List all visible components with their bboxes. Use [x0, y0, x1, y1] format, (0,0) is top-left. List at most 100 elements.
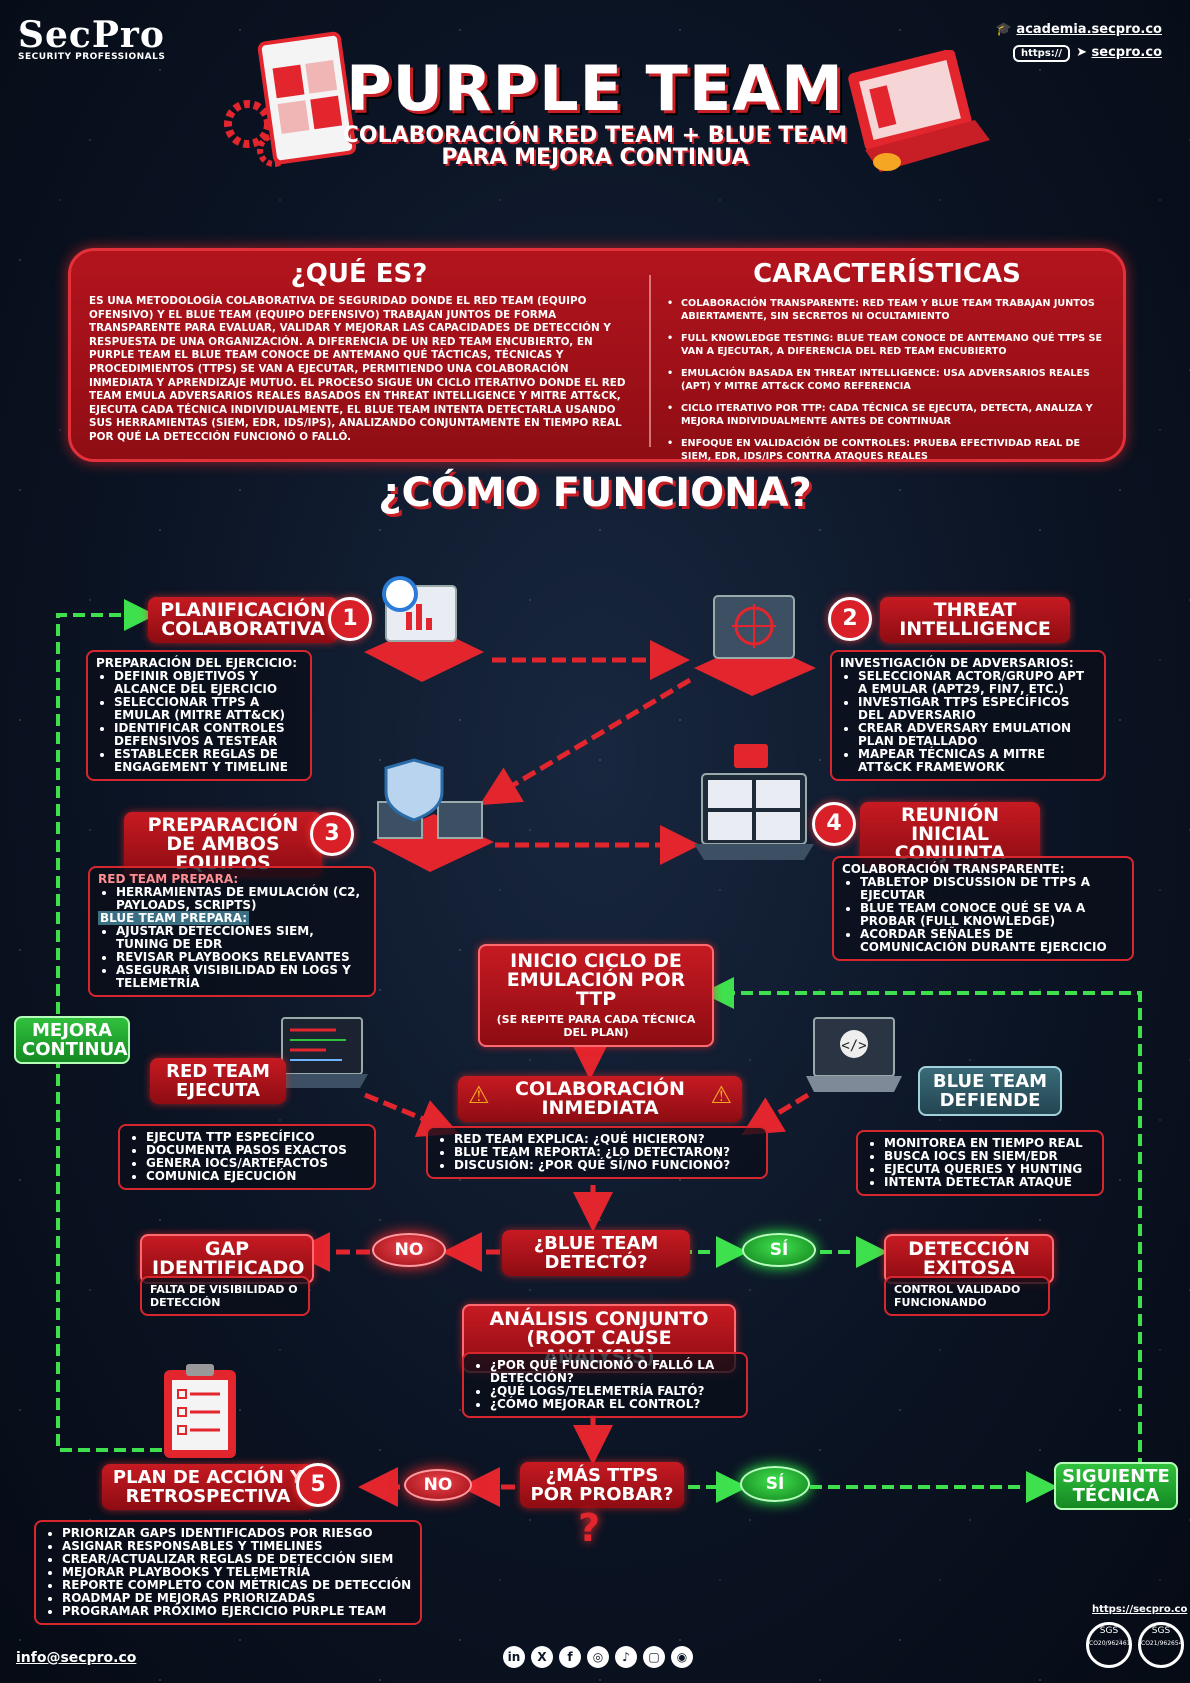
como-funciona-heading: ¿CÓMO FUNCIONA? — [378, 470, 812, 516]
gap-identificado-text: FALTA DE VISIBILIDAD O DETECCIÓN — [140, 1276, 310, 1316]
linkedin-icon[interactable]: in — [503, 1646, 525, 1668]
siguiente-tecnica-label: SIGUIENTE TÉCNICA — [1054, 1462, 1178, 1510]
footer-email-link[interactable]: info@secpro.co — [16, 1650, 137, 1666]
header-links: 🎓 academia.secpro.co https://➤ secpro.co — [996, 22, 1162, 62]
list-item: INVESTIGAR TTPS ESPECÍFICOS DEL ADVERSAR… — [858, 696, 1096, 722]
blue-team-laptop-icon: </> — [806, 1017, 902, 1092]
instagram-icon[interactable]: ◎ — [587, 1646, 609, 1668]
subtitle-line-1: COLABORACIÓN RED TEAM + BLUE TEAM — [342, 123, 848, 148]
brand-name: SecPro — [18, 14, 165, 56]
laptop-icon — [848, 50, 990, 172]
step-1-title: PLANIFICACIÓN COLABORATIVA — [148, 597, 338, 643]
list-item: ACORDAR SEÑALES DE COMUNICACIÓN DURANTE … — [860, 928, 1124, 954]
step-2-list: INVESTIGACIÓN DE ADVERSARIOS: SELECCIONA… — [830, 650, 1106, 781]
caracteristica-item: EMULACIÓN BASADA EN THREAT INTELLIGENCE:… — [667, 367, 1107, 393]
question-mark-icon: ? — [578, 1506, 601, 1550]
step-5-number: 5 — [296, 1463, 340, 1507]
tiktok-icon[interactable]: ♪ — [615, 1646, 637, 1668]
blue-team-prepara-head: BLUE TEAM PREPARA: — [98, 911, 250, 925]
sgs-seal-icon: SGS CO21/962654 — [1138, 1622, 1184, 1668]
step-5-title: PLAN DE ACCIÓN Y RETROSPECTIVA — [102, 1464, 314, 1510]
deteccion-exitosa-title: DETECCIÓN EXITOSA — [884, 1234, 1054, 1284]
sgs-seal-icon: SGS CO20/962461 — [1086, 1622, 1132, 1668]
colaboracion-title-text: COLABORACIÓN INMEDIATA — [515, 1078, 685, 1119]
que-es-text: ES UNA METODOLOGÍA COLABORATIVA DE SEGUR… — [89, 295, 626, 443]
site-link[interactable]: secpro.co — [1091, 45, 1162, 60]
seal-code: CO21/962654 — [1141, 1640, 1183, 1647]
list-item: DOCUMENTA PASOS EXACTOS — [146, 1144, 366, 1157]
caracteristicas-heading: CARACTERÍSTICAS — [753, 259, 1021, 289]
blue-team-detecto-question: ¿BLUE TEAM DETECTÓ? — [502, 1230, 690, 1276]
colaboracion-list: RED TEAM EXPLICA: ¿QUÉ HICIERON? BLUE TE… — [426, 1126, 768, 1179]
warning-icon: ⚠ — [468, 1081, 490, 1109]
list-item: PRIORIZAR GAPS IDENTIFICADOS POR RIESGO — [62, 1527, 412, 1540]
list-item: DISCUSIÓN: ¿POR QUÉ SÍ/NO FUNCIONÓ? — [454, 1159, 758, 1172]
list-item: MEJORAR PLAYBOOKS Y TELEMETRÍA — [62, 1566, 412, 1579]
analisis-list: ¿POR QUÉ FUNCIONÓ O FALLÓ LA DETECCIÓN? … — [462, 1352, 748, 1418]
video-meeting-icon — [694, 744, 814, 860]
inicio-ciclo-title: INICIO CICLO DE EMULACIÓN POR TTP — [506, 950, 686, 1010]
footer-site-link[interactable]: https://secpro.co — [1092, 1604, 1188, 1615]
que-es-section: ¿QUÉ ES? ES UNA METODOLOGÍA COLABORATIVA… — [89, 259, 629, 445]
clipboard-icon — [164, 1364, 236, 1458]
github-icon[interactable]: ◉ — [671, 1646, 693, 1668]
inicio-ciclo-sub: (SE REPITE PARA CADA TÉCNICA DEL PLAN) — [496, 1013, 696, 1039]
brand-logo: SecPro SECURITY PROFESSIONALS — [18, 14, 165, 62]
warning-icon: ⚠ — [710, 1081, 732, 1109]
list-item: PROGRAMAR PRÓXIMO EJERCICIO PURPLE TEAM — [62, 1605, 412, 1618]
x-icon[interactable]: X — [531, 1646, 553, 1668]
list-item: ASEGURAR VISIBILIDAD EN LOGS Y TELEMETRÍ… — [116, 964, 366, 990]
sgs-seals: SGS CO20/962461 SGS CO21/962654 — [1080, 1622, 1184, 1668]
dashboard-window-icon — [224, 31, 357, 167]
red-ejecuta-list: EJECUTA TTP ESPECÍFICO DOCUMENTA PASOS E… — [118, 1124, 376, 1190]
laptop-chart-icon — [364, 576, 484, 682]
list-item: HERRAMIENTAS DE EMULACIÓN (C2, PAYLOADS,… — [116, 886, 366, 912]
blue-defiende-list: MONITOREA EN TIEMPO REAL BUSCA IOCS EN S… — [856, 1130, 1104, 1196]
list-item: COMUNICA EJECUCIÓN — [146, 1170, 366, 1183]
info-panel: ¿QUÉ ES? ES UNA METODOLOGÍA COLABORATIVA… — [68, 248, 1126, 462]
step-2-title: THREAT INTELLIGENCE — [880, 597, 1070, 643]
seal-code: CO20/962461 — [1089, 1640, 1131, 1647]
step-2-number: 2 — [828, 597, 872, 641]
list-item: ROADMAP DE MEJORAS PRIORIZADAS — [62, 1592, 412, 1605]
list-item: INTENTA DETECTAR ATAQUE — [884, 1176, 1094, 1189]
target-laptop-icon — [694, 595, 816, 696]
seal-name: SGS — [1099, 1626, 1119, 1636]
analisis-title-1: ANÁLISIS CONJUNTO — [489, 1308, 709, 1330]
list-item: REVISAR PLAYBOOKS RELEVANTES — [116, 951, 366, 964]
panel-divider — [649, 275, 651, 447]
step-5-list: PRIORIZAR GAPS IDENTIFICADOS POR RIESGO … — [34, 1520, 422, 1625]
red-team-prepara-head: RED TEAM PREPARA: — [98, 872, 239, 886]
chat-icon[interactable]: ▢ — [643, 1646, 665, 1668]
inicio-ciclo-box: INICIO CICLO DE EMULACIÓN POR TTP (SE RE… — [478, 944, 714, 1047]
list-item: GENERA IOCS/ARTEFACTOS — [146, 1157, 366, 1170]
list-item: SELECCIONAR ACTOR/GRUPO APT A EMULAR (AP… — [858, 670, 1096, 696]
caracteristica-item: COLABORACIÓN TRANSPARENTE: RED TEAM Y BL… — [667, 297, 1107, 323]
main-title-block: PURPLE TEAM COLABORACIÓN RED TEAM + BLUE… — [0, 52, 1190, 169]
list-item: CREAR/ACTUALIZAR REGLAS DE DETECCIÓN SIE… — [62, 1553, 412, 1566]
gap-identificado-title: GAP IDENTIFICADO — [140, 1234, 314, 1284]
list-item: RED TEAM EXPLICA: ¿QUÉ HICIERON? — [454, 1133, 758, 1146]
mas-ttps-no-pill: NO — [404, 1469, 472, 1501]
blue-defiende-title: BLUE TEAM DEFIENDE — [918, 1066, 1062, 1116]
seal-name: SGS — [1151, 1626, 1171, 1636]
list-item: BLUE TEAM CONOCE QUÉ SE VA A PROBAR (FUL… — [860, 902, 1124, 928]
brand-tagline: SECURITY PROFESSIONALS — [18, 52, 166, 62]
list-item: EJECUTA QUERIES Y HUNTING — [884, 1163, 1094, 1176]
list-item: SELECCIONAR TTPS A EMULAR (MITRE ATT&CK) — [114, 696, 302, 722]
facebook-icon[interactable]: f — [559, 1646, 581, 1668]
list-item: ASIGNAR RESPONSABLES Y TIMELINES — [62, 1540, 412, 1553]
list-item: ESTABLECER REGLAS DE ENGAGEMENT Y TIMELI… — [114, 748, 302, 774]
colaboracion-inmediata-title: ⚠ COLABORACIÓN INMEDIATA ⚠ — [458, 1076, 742, 1122]
step-1-number: 1 — [328, 597, 372, 641]
step-2-head: INVESTIGACIÓN DE ADVERSARIOS: — [840, 656, 1074, 670]
mejora-continua-label: MEJORA CONTINUA — [14, 1016, 130, 1064]
mas-ttps-si-pill: SÍ — [740, 1466, 810, 1502]
caracteristica-item: FULL KNOWLEDGE TESTING: BLUE TEAM CONOCE… — [667, 332, 1107, 358]
academia-link[interactable]: academia.secpro.co — [1016, 22, 1162, 37]
svg-text:</>: </> — [841, 1038, 866, 1054]
list-item: DEFINIR OBJETIVOS Y ALCANCE DEL EJERCICI… — [114, 670, 302, 696]
deteccion-exitosa-text: CONTROL VALIDADO FUNCIONANDO — [884, 1276, 1050, 1316]
